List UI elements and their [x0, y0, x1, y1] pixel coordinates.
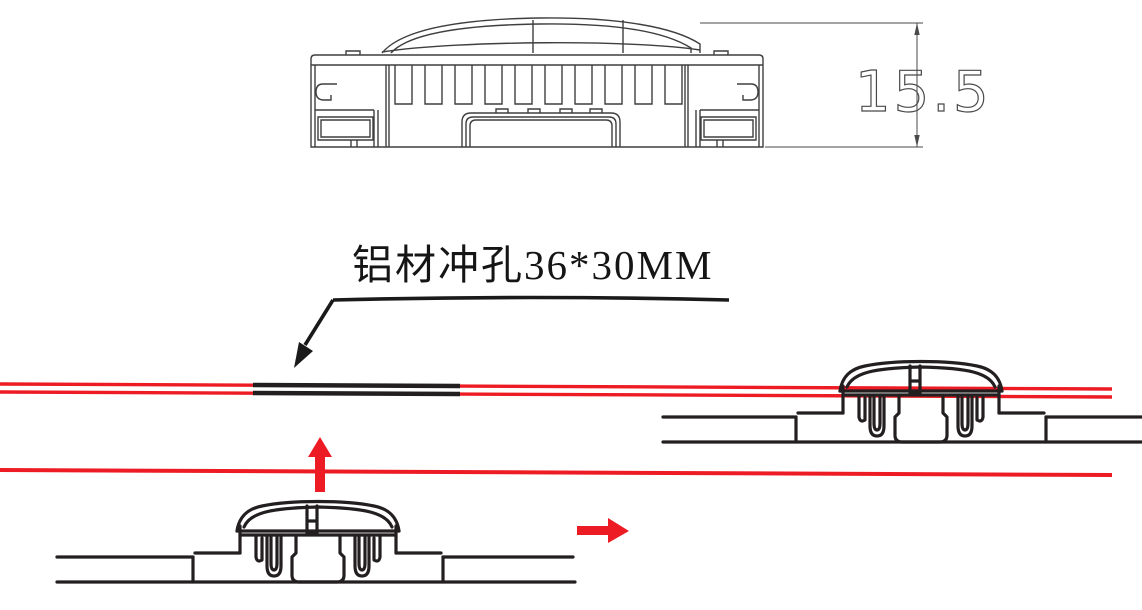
dimension-value: 15.5 [855, 60, 992, 125]
body-outline [310, 54, 764, 148]
leader-arrow-icon [294, 342, 313, 368]
slide-right-arrow-icon [577, 518, 629, 543]
wire-channel-inner [469, 119, 613, 147]
upper-guide-line-1 [0, 382, 1113, 391]
panel-profile-left [55, 555, 577, 584]
hole-width-highlight [252, 382, 461, 397]
panel-profile-right [661, 415, 1142, 444]
leader-line [303, 299, 335, 346]
clip-module-right [794, 359, 1048, 444]
right-hook-cutout [737, 83, 759, 101]
callout-leader [294, 295, 730, 368]
left-end-pocket [317, 116, 374, 141]
top-tabs [345, 50, 729, 55]
direction-arrows [308, 437, 629, 543]
right-end-pocket [700, 116, 757, 141]
clip-module-left [191, 499, 445, 584]
dimension-arrow-up-icon [914, 23, 920, 35]
mounting-feet [350, 140, 724, 147]
lower-guide-line [0, 468, 1113, 477]
red-guide-lines [0, 382, 1113, 477]
lens-dome-inner [390, 23, 692, 54]
extension-lines [700, 22, 923, 148]
installed-view-left [55, 499, 577, 584]
heatsink-fins [394, 65, 683, 105]
insert-up-arrow-icon [308, 437, 332, 492]
height-dimension: 15.5 [700, 22, 992, 148]
top-view-module-section [310, 17, 764, 148]
body-inner-lines [311, 64, 763, 147]
terminal-slots [495, 108, 603, 113]
lens-dome-back-edge [381, 42, 701, 53]
callout-underline [332, 295, 730, 302]
lens-dome-outer [381, 17, 701, 54]
installed-view-right [661, 359, 1142, 444]
left-hook-cutout [315, 83, 337, 101]
inner-walls [373, 65, 701, 147]
lens-seam-lines [532, 20, 624, 53]
wire-channel-outer [461, 112, 621, 147]
wire-channel-mid [465, 116, 617, 147]
callout-label: 铝材冲孔36*30MM [352, 242, 714, 288]
dimension-arrow-down-icon [914, 135, 920, 147]
